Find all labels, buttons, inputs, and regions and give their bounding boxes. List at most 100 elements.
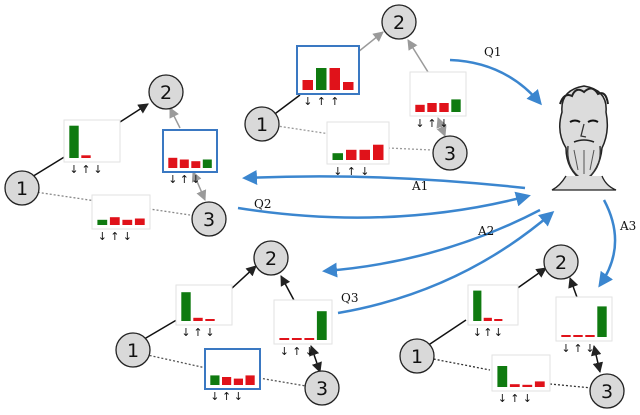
bar	[346, 149, 357, 160]
bar	[439, 103, 449, 112]
graph-3-node-3: 3	[304, 370, 340, 406]
bar	[69, 125, 79, 158]
bar	[585, 335, 595, 337]
bar	[291, 338, 302, 340]
direction-arrow: ↓	[123, 230, 132, 243]
bar	[302, 80, 313, 90]
bar	[97, 219, 108, 225]
graph-3-node-2: 2	[253, 240, 289, 276]
bar	[561, 335, 571, 337]
bar	[509, 384, 520, 387]
bar	[191, 161, 201, 168]
direction-arrow: ↓	[280, 345, 289, 358]
direction-arrow: ↓	[439, 117, 448, 130]
bar	[451, 99, 461, 112]
bar	[134, 218, 145, 225]
bar	[168, 157, 178, 168]
node-label: 1	[16, 178, 28, 200]
bar	[316, 311, 327, 340]
belief-panel-g2-p1: ↓↑↑	[296, 45, 360, 108]
direction-arrow: ↓	[210, 390, 219, 403]
bar	[494, 319, 503, 321]
belief-panel-g4-p3: ↓↑↓	[491, 354, 551, 405]
direction-arrow: ↓	[523, 392, 532, 405]
graph-2-node-2: 2	[381, 4, 417, 40]
node-label: 2	[265, 248, 277, 270]
direction-arrow: ↑	[347, 165, 356, 178]
a2-arrow	[322, 208, 541, 278]
a3-label: A3	[619, 219, 636, 233]
q2-arrow	[237, 191, 531, 219]
bar	[245, 375, 255, 385]
direction-arrow: ↑	[317, 95, 326, 108]
bar	[597, 306, 607, 337]
direction-arrow: ↓	[191, 173, 200, 186]
bar	[233, 378, 243, 385]
graph-4-node-2: 2	[543, 244, 579, 280]
belief-panel-g2-p3: ↓ ↑ ↓	[326, 121, 390, 178]
direction-arrow: ↓	[333, 165, 342, 178]
graph-2-node-1: 1	[244, 106, 280, 142]
belief-panel-g1-p1: ↓↑↓	[63, 119, 121, 176]
belief-panel-g1-p2: ↓↑↓	[162, 129, 218, 186]
direction-arrow: ↓	[69, 163, 78, 176]
q3-label: Q3	[341, 291, 358, 305]
direction-arrow: ↓	[98, 230, 107, 243]
belief-panel-g4-p1: ↓↑↓	[467, 284, 519, 339]
bar	[179, 159, 189, 168]
direction-arrow: ↓	[415, 117, 424, 130]
direction-arrow: ↑	[427, 117, 436, 130]
message-arrows: Q1 A1 Q2 A2 Q3 A3	[237, 45, 636, 315]
bar	[497, 366, 508, 387]
belief-panel-g2-p2: ↓↑↓	[409, 71, 467, 130]
graph-4-node-3: 3	[589, 373, 625, 409]
bar	[534, 381, 545, 387]
direction-arrow: ↓	[181, 326, 190, 339]
direction-arrow: ↓	[205, 326, 214, 339]
direction-arrow: ↓	[168, 173, 177, 186]
bar	[329, 68, 340, 90]
belief-panel-g4-p2: ↓↑↓	[555, 296, 613, 355]
bar	[343, 82, 354, 90]
graph-4: ↓↑↓ ↓↑↓ ↓↑↓ 1 2 3	[399, 244, 625, 409]
graph-1: ↓↑↓ ↓↑↓ ↓↑↓ 1 2 3	[4, 74, 227, 243]
node-label: 3	[601, 381, 613, 403]
bar	[359, 149, 370, 160]
bar	[202, 159, 212, 168]
node-label: 3	[444, 143, 456, 165]
bar	[473, 290, 482, 321]
direction-arrow: ↑	[573, 342, 582, 355]
direction-arrow: ↓	[360, 165, 369, 178]
agent-bust-icon	[551, 85, 617, 191]
direction-arrow: ↓	[473, 326, 482, 339]
a1-label: A1	[411, 179, 428, 193]
bar	[415, 104, 425, 112]
bar	[522, 384, 533, 387]
node-label: 1	[127, 340, 139, 362]
direction-arrow: ↓	[585, 342, 594, 355]
graph-1-node-2: 2	[148, 74, 184, 110]
bar	[427, 103, 437, 112]
direction-arrow: ↑	[110, 230, 119, 243]
graph-1-node-3: 3	[191, 201, 227, 237]
belief-panel-g1-p3: ↓↑↓	[91, 194, 151, 243]
direction-arrow: ↑	[180, 173, 189, 186]
bar	[373, 144, 384, 160]
q3-arrow	[337, 211, 555, 315]
belief-panel-g3-p3: ↓↑↓	[204, 348, 261, 403]
direction-arrow: ↓	[303, 95, 312, 108]
a1-arrow	[242, 169, 526, 190]
graph-2: ↓↑↑ ↓↑↓ ↓↑↓ 1 2 3	[244, 4, 468, 178]
q2-label: Q2	[254, 197, 271, 211]
node-label: 3	[316, 378, 328, 400]
node-label: 1	[411, 346, 423, 368]
bar	[193, 317, 203, 321]
graph-4-node-1: 1	[399, 338, 435, 374]
a2-label: A2	[477, 224, 494, 238]
graph-1-node-1: 1	[4, 170, 40, 206]
a3-arrow	[598, 199, 617, 288]
bar	[332, 153, 343, 160]
node-label: 2	[393, 12, 405, 34]
direction-arrow: ↑	[483, 326, 492, 339]
